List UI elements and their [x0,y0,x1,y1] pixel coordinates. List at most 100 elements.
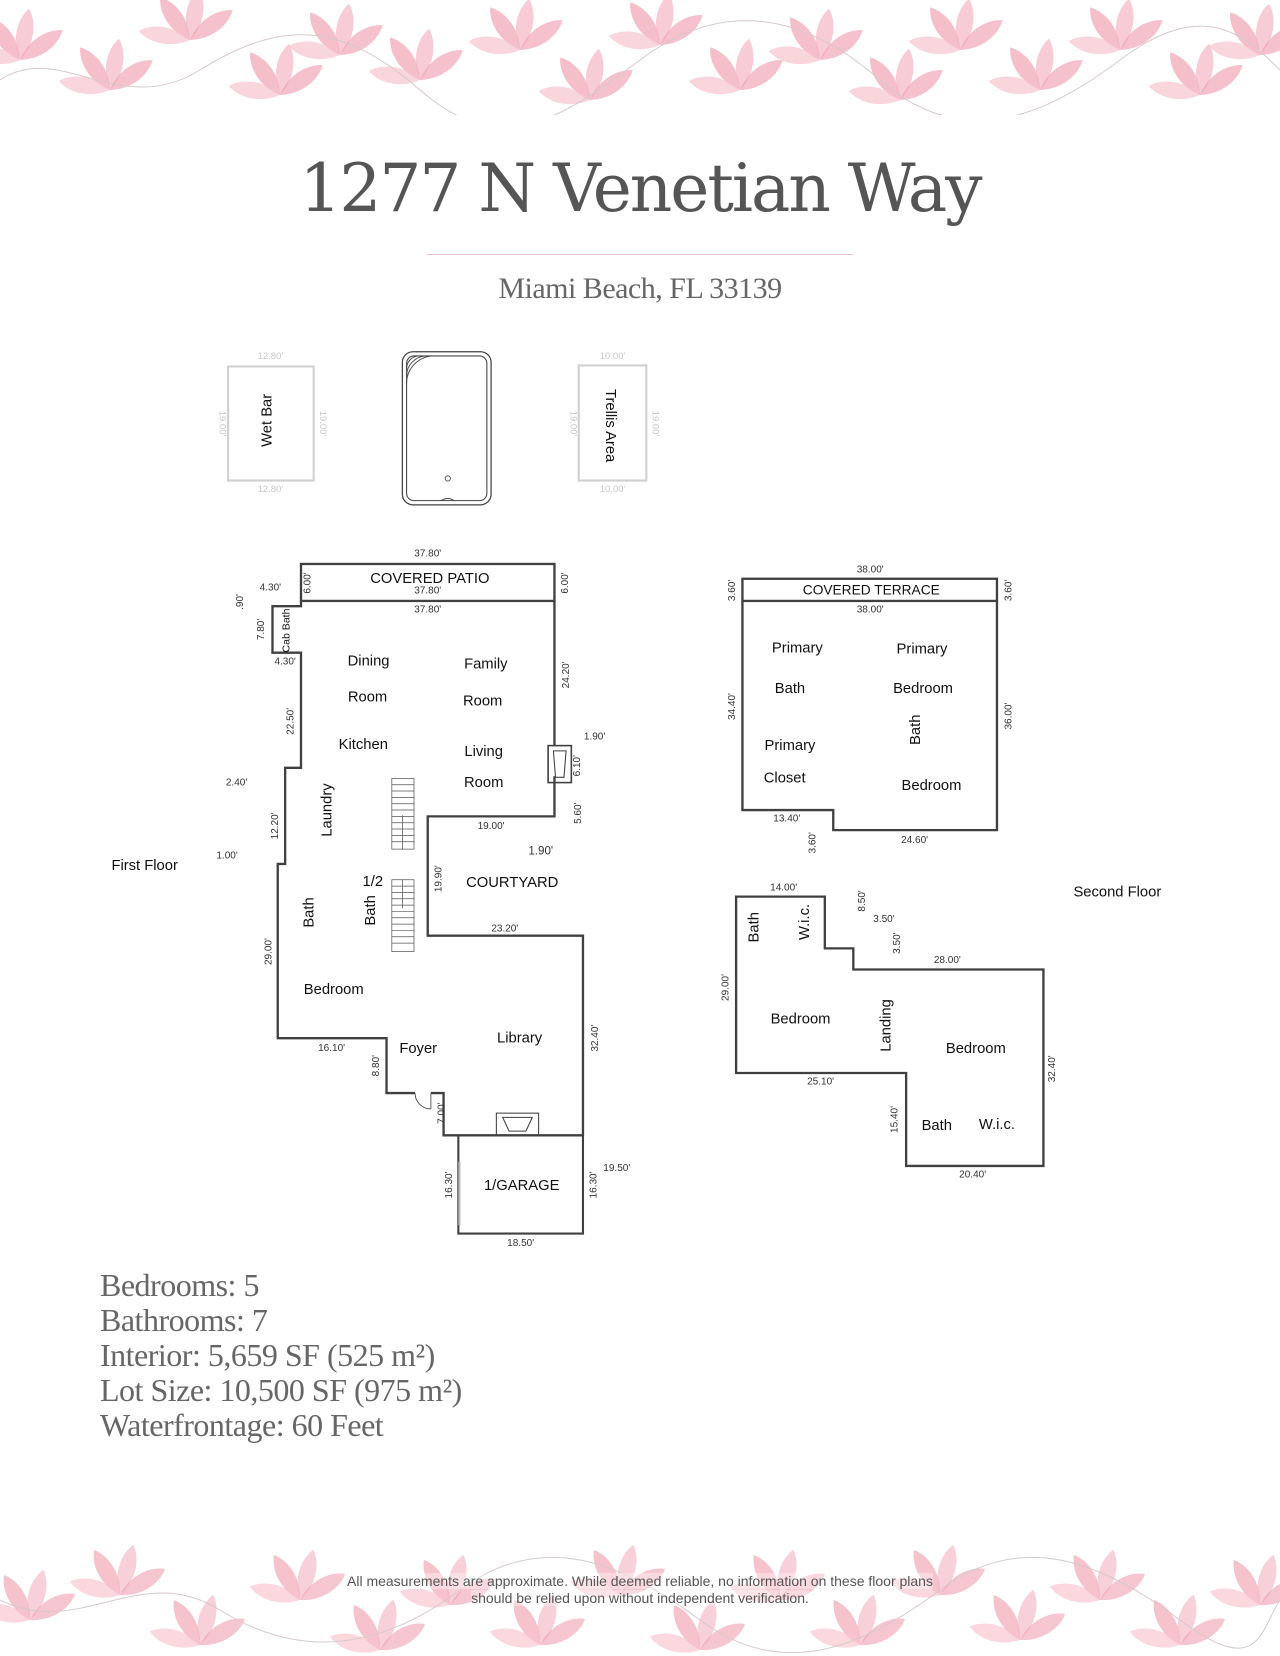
svg-text:19.00': 19.00' [650,411,661,437]
disclaimer: All measurements are approximate. While … [0,1573,1280,1607]
svg-text:Kitchen: Kitchen [339,737,388,753]
svg-text:23.20': 23.20' [491,923,518,934]
svg-text:Bedroom: Bedroom [304,982,364,998]
svg-text:10.00': 10.00' [600,484,626,495]
first-floor-labels: COVERED PATIO Cab Bath Dining Room Famil… [280,571,559,1194]
svg-text:COVERED PATIO: COVERED PATIO [370,571,489,587]
first-floor-label: First Floor [111,858,178,874]
second-floor-plan [734,577,1045,1168]
stat-waterfrontage: Waterfrontage: 60 Feet [100,1407,384,1443]
svg-text:24.20': 24.20' [561,661,572,688]
svg-text:29.00': 29.00' [721,974,732,1001]
svg-text:25.10': 25.10' [807,1077,834,1088]
svg-text:36.00': 36.00' [1004,702,1015,729]
svg-text:28.00': 28.00' [934,955,961,966]
svg-text:16.30': 16.30' [589,1171,600,1198]
svg-text:32.40': 32.40' [1047,1055,1058,1082]
svg-text:1.00': 1.00' [216,851,237,862]
svg-text:Closet: Closet [764,771,806,787]
svg-text:3.60': 3.60' [1004,580,1015,601]
disclaimer-line-1: All measurements are approximate. While … [347,1573,933,1589]
svg-text:37.80': 37.80' [414,549,441,560]
svg-text:37.80': 37.80' [414,605,441,616]
svg-text:19.00': 19.00' [317,411,328,437]
svg-text:19.00': 19.00' [567,411,578,437]
stairs-icon [391,777,415,952]
svg-text:38.00': 38.00' [857,564,884,575]
svg-text:38.00': 38.00' [857,605,884,616]
svg-text:Wet Bar: Wet Bar [259,394,275,447]
svg-text:3.60': 3.60' [807,832,818,853]
svg-text:20.40': 20.40' [959,1170,986,1181]
svg-text:1/2: 1/2 [363,874,384,890]
svg-text:7.00': 7.00' [437,1102,448,1123]
second-floor-label: Second Floor [1073,885,1161,901]
floral-pattern-icon [0,0,1280,115]
svg-text:Bath: Bath [302,897,318,927]
svg-text:Room: Room [348,689,387,705]
svg-text:Cab Bath: Cab Bath [280,608,292,652]
svg-text:12.80': 12.80' [258,484,284,495]
svg-text:18.50': 18.50' [507,1238,534,1249]
svg-text:22.50': 22.50' [286,708,297,735]
svg-text:12.20': 12.20' [270,812,281,839]
first-floor-dimensions: 37.80' 37.80' 37.80' 6.00' 6.00' 4.30' .… [216,549,630,1250]
second-floor-dimensions: 38.00' 38.00' 3.60' 3.60' 34.40' 36.00' … [721,564,1058,1180]
svg-text:Room: Room [464,775,503,791]
svg-text:Bedroom: Bedroom [893,681,953,697]
svg-text:37.80': 37.80' [414,586,441,597]
svg-text:Dining: Dining [348,653,390,669]
svg-text:19.00': 19.00' [478,821,505,832]
svg-text:15.40': 15.40' [890,1106,901,1133]
svg-text:Bath: Bath [746,912,762,942]
svg-text:Bath: Bath [922,1118,952,1134]
svg-text:Primary: Primary [897,642,948,658]
floral-footer-banner [0,1540,1280,1656]
svg-text:19.00': 19.00' [217,411,228,437]
svg-text:6.00': 6.00' [302,572,313,593]
svg-text:12.80': 12.80' [258,351,284,362]
svg-text:Foyer: Foyer [399,1041,437,1057]
svg-text:Trellis Area: Trellis Area [602,389,618,463]
svg-text:8.50': 8.50' [857,890,868,911]
svg-text:19.50': 19.50' [603,1163,630,1174]
svg-text:29.00': 29.00' [263,938,274,965]
svg-text:Room: Room [463,693,502,709]
page-title: 1277 N Venetian Way [299,150,982,227]
first-floor-plan [271,562,585,1235]
svg-text:.90': .90' [235,594,246,610]
floral-pattern-icon [0,1540,1280,1656]
property-stats: Bedrooms: 5 Bathrooms: 7 Interior: 5,659… [100,1268,462,1443]
stat-bedrooms: Bedrooms: 5 [100,1267,259,1303]
svg-text:6.00': 6.00' [560,572,571,593]
svg-text:1/GARAGE: 1/GARAGE [484,1178,560,1194]
svg-text:Bedroom: Bedroom [902,778,962,794]
svg-text:COVERED TERRACE: COVERED TERRACE [803,583,940,598]
svg-text:Family: Family [464,657,508,673]
svg-text:10.00': 10.00' [600,351,626,362]
svg-text:3.50': 3.50' [873,914,894,925]
svg-text:Primary: Primary [772,641,823,657]
stat-bathrooms: Bathrooms: 7 [100,1302,268,1338]
svg-text:Library: Library [497,1030,543,1046]
disclaimer-line-2: should be relied upon without independen… [471,1590,809,1606]
svg-text:COURTYARD: COURTYARD [466,875,558,891]
svg-text:32.40': 32.40' [590,1025,601,1052]
svg-text:1.90': 1.90' [584,731,605,742]
svg-text:34.40': 34.40' [727,693,738,720]
wet-bar-area: 12.80' 12.80' 19.00' 19.00' Wet Bar [217,351,328,495]
svg-text:Bath: Bath [908,715,924,745]
svg-text:24.60': 24.60' [901,835,928,846]
svg-text:16.30': 16.30' [444,1171,455,1198]
svg-text:W.i.c.: W.i.c. [979,1117,1015,1133]
title-divider [427,254,853,255]
svg-text:16.10': 16.10' [318,1043,345,1054]
svg-text:2.40': 2.40' [226,778,247,789]
svg-text:Laundry: Laundry [320,783,336,837]
svg-text:Living: Living [464,744,503,760]
stat-lot-size: Lot Size: 10,500 SF (975 m²) [100,1372,462,1408]
svg-text:13.40': 13.40' [773,814,800,825]
svg-text:Landing: Landing [878,999,894,1052]
svg-text:Bath: Bath [775,681,805,697]
